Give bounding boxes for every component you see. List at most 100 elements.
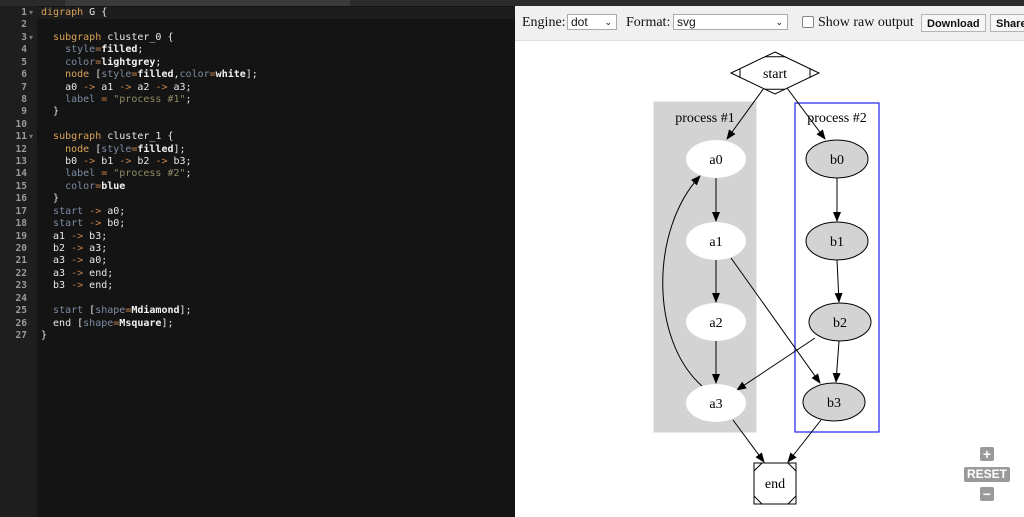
format-label: Format: (626, 15, 671, 30)
code-line[interactable]: subgraph cluster_1 { (41, 131, 173, 142)
code-token: -> (71, 242, 84, 254)
code-line[interactable]: } (41, 330, 47, 341)
code-token: digraph (41, 7, 84, 18)
node-a0[interactable]: a0 (686, 140, 746, 178)
fold-arrow-icon[interactable]: ▾ (29, 132, 34, 142)
code-token: end; (83, 280, 114, 292)
code-line[interactable]: } (41, 193, 59, 204)
code-line[interactable]: } (41, 106, 59, 117)
fold-arrow-icon[interactable]: ▾ (29, 32, 34, 42)
show-raw-output-checkbox[interactable] (802, 16, 814, 28)
line-number: 25 (15, 305, 27, 317)
code-token: style (101, 143, 132, 155)
code-token: style (101, 69, 132, 81)
code-line[interactable]: node [style=filled,color=white]; (41, 69, 258, 80)
graph-canvas[interactable]: process #1 process #2 start a0 a1 a (515, 6, 1024, 517)
zoom-in-button[interactable]: + (980, 447, 994, 461)
chevron-down-icon: ⌄ (775, 17, 783, 27)
node-a1[interactable]: a1 (686, 222, 746, 260)
node-start[interactable]: start (729, 51, 821, 95)
code-token: color (65, 56, 96, 68)
code-token: = (125, 305, 132, 317)
code-line[interactable]: style=filled; (41, 44, 143, 55)
code-token: [ (83, 305, 96, 317)
zoom-out-button[interactable]: − (980, 487, 994, 501)
code-line[interactable]: end [shape=Msquare]; (41, 317, 174, 329)
code-line[interactable]: start -> b0; (41, 218, 125, 229)
code-token: = (131, 143, 138, 155)
code-token: -> (71, 280, 84, 292)
code-token: -> (155, 81, 168, 93)
code-token: b2 (131, 156, 156, 168)
node-b0[interactable]: b0 (805, 139, 869, 179)
code-line[interactable]: label = "process #2"; (41, 168, 192, 180)
code-line[interactable]: a0 -> a1 -> a2 -> a3; (41, 82, 192, 93)
code-token: = (95, 56, 102, 68)
code-token: a2 (131, 81, 156, 93)
svg-text:end: end (765, 477, 785, 492)
code-token: -> (83, 218, 102, 230)
code-token: filled (137, 69, 174, 81)
code-token: "process #1" (113, 93, 186, 105)
code-token: -> (155, 156, 168, 168)
node-a2[interactable]: a2 (686, 303, 746, 341)
node-a3[interactable]: a3 (686, 384, 746, 422)
code-line[interactable]: color=lightgrey; (41, 57, 161, 68)
code-token: start (53, 218, 84, 230)
code-token: G { (83, 7, 108, 18)
download-button[interactable]: Download (921, 14, 986, 32)
code-line[interactable]: node [style=filled]; (41, 143, 185, 155)
engine-label: Engine: (522, 15, 566, 30)
code-token: -> (83, 205, 102, 217)
code-token: b3; (83, 230, 108, 242)
code-token: "process #2" (113, 168, 186, 180)
code-line[interactable]: color=blue (41, 181, 125, 192)
node-b1[interactable]: b1 (805, 221, 869, 261)
code-token: a0; (101, 205, 126, 217)
code-line[interactable]: subgraph cluster_0 { (41, 32, 173, 43)
code-line[interactable]: digraph G { (41, 7, 107, 18)
code-line[interactable]: b0 -> b1 -> b2 -> b3; (41, 156, 192, 167)
node-b3[interactable]: b3 (802, 382, 866, 422)
code-token: color (179, 69, 210, 81)
tab-strip (65, 0, 350, 6)
reset-button[interactable]: RESET (964, 467, 1010, 482)
code-token: } (41, 329, 48, 341)
engine-select[interactable]: dot⌄ (567, 14, 617, 30)
code-token: [ (89, 69, 102, 81)
code-token: end [ (41, 317, 84, 329)
line-number: 8 (21, 93, 27, 105)
show-raw-output-label[interactable]: Show raw output (818, 15, 914, 30)
code-line[interactable]: a3 -> end; (41, 268, 113, 279)
code-token: = (95, 93, 114, 105)
code-token: ; (185, 168, 192, 180)
code-line[interactable]: a1 -> b3; (41, 231, 107, 242)
code-token: label (65, 93, 96, 105)
code-line[interactable]: start -> a0; (41, 206, 125, 217)
code-token (41, 57, 65, 68)
code-line[interactable]: start [shape=Mdiamond]; (41, 305, 192, 316)
code-token: style (65, 44, 96, 56)
format-select[interactable]: svg⌄ (673, 14, 788, 30)
code-token: ; (155, 56, 162, 68)
svg-text:a3: a3 (709, 397, 722, 412)
code-line[interactable]: a3 -> a0; (41, 255, 107, 266)
node-b2[interactable]: b2 (808, 302, 872, 342)
code-token: = (131, 69, 138, 81)
code-token: ]; (179, 305, 192, 317)
line-number: 12 (15, 143, 27, 155)
code-token: a1 (41, 230, 72, 242)
fold-arrow-icon[interactable]: ▾ (29, 8, 34, 17)
code-line[interactable]: b3 -> end; (41, 280, 113, 291)
line-number: 15 (15, 180, 27, 192)
code-token: ]; (161, 317, 174, 329)
line-number: 14 (15, 168, 27, 180)
code-token: b3 (41, 280, 72, 292)
cluster-process-2-label: process #2 (807, 111, 867, 126)
line-number: 3 (21, 31, 27, 43)
share-button[interactable]: Share (990, 14, 1024, 32)
code-line[interactable]: b2 -> a3; (41, 243, 107, 254)
node-end[interactable]: end (753, 462, 797, 505)
code-line[interactable]: label = "process #1"; (41, 93, 191, 105)
